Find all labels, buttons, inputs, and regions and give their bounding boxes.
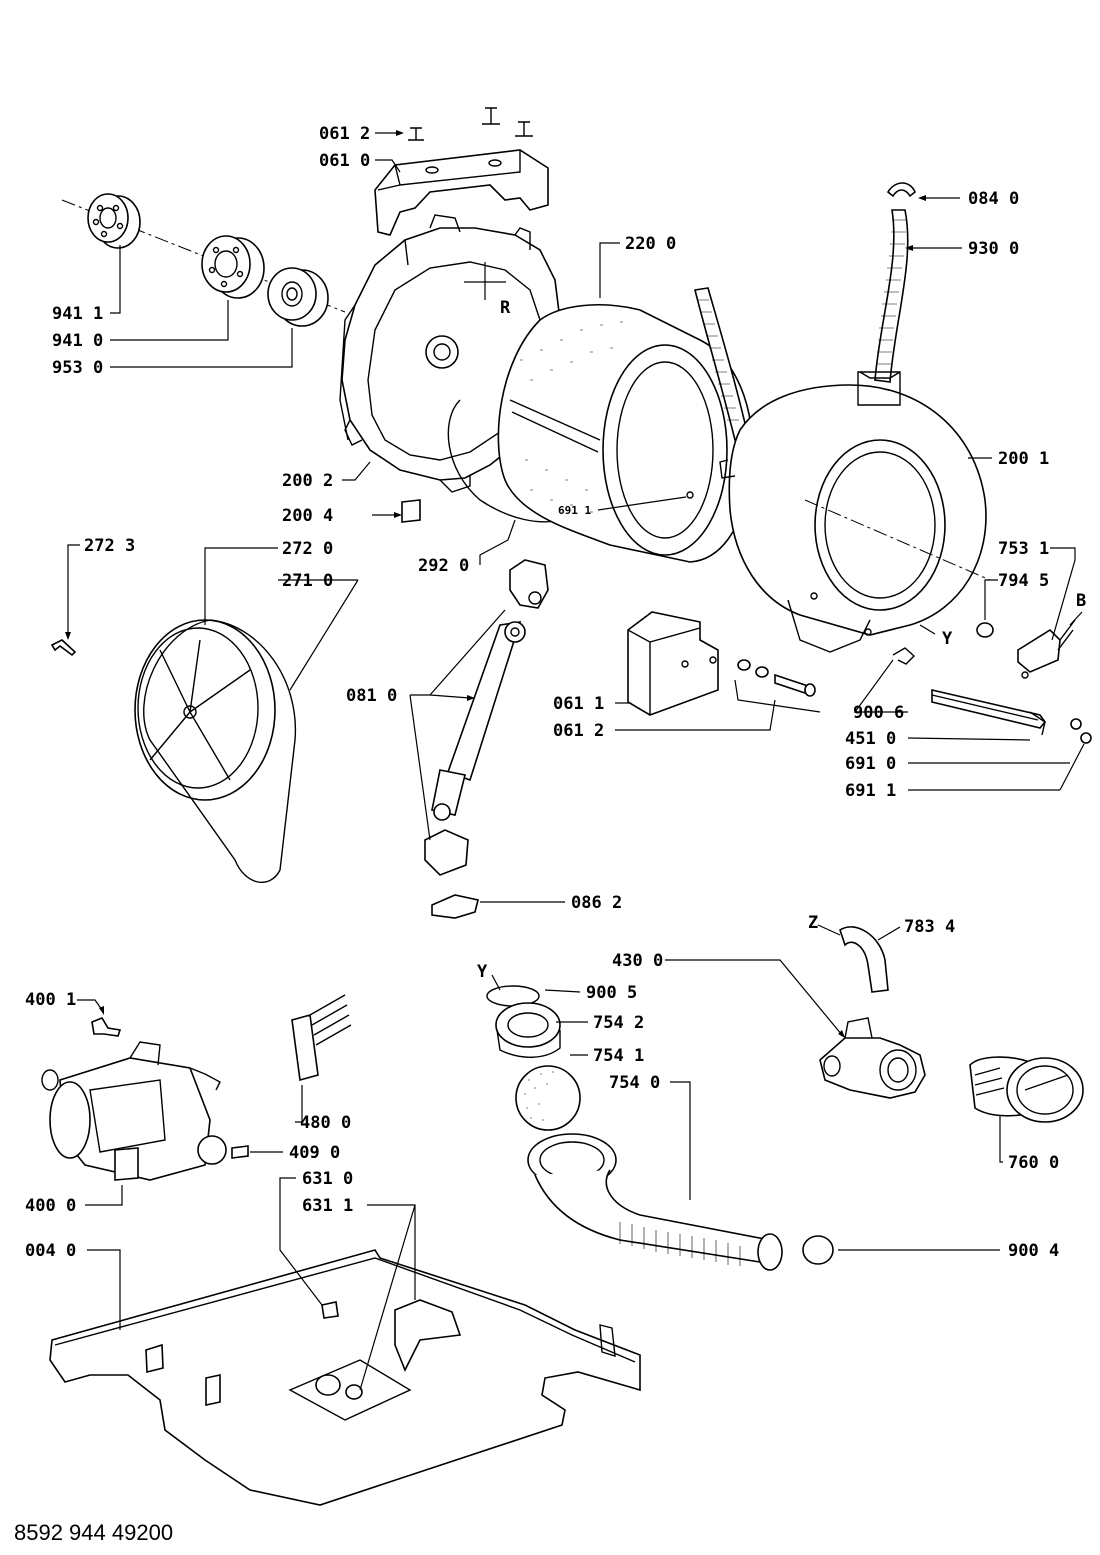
label-400-0: 400 0 <box>25 1196 76 1216</box>
part-labels: 061 2 061 0 084 0 930 0 220 0 R 941 1 94… <box>25 124 1086 1261</box>
belt <box>143 619 297 883</box>
tub-screws <box>408 107 533 141</box>
label-691-1-small: 691 1 <box>558 504 591 517</box>
label-081-0: 081 0 <box>346 686 397 706</box>
front-counterweight <box>627 611 719 716</box>
label-941-1: 941 1 <box>52 304 103 324</box>
seal-754-2 <box>495 1002 561 1058</box>
label-Z: Z <box>808 913 818 933</box>
label-200-2: 200 2 <box>282 471 333 491</box>
hose-clamp-084-0 <box>886 182 916 198</box>
drum <box>497 304 754 563</box>
label-061-0: 061 0 <box>319 151 370 171</box>
part-794-5 <box>976 622 994 638</box>
label-409-0: 409 0 <box>289 1143 340 1163</box>
label-754-0: 754 0 <box>609 1073 660 1093</box>
bearing-941-1 <box>87 193 141 249</box>
pump-filter <box>969 1056 1084 1123</box>
label-Y-top: Y <box>942 629 953 649</box>
motor-screw <box>91 1017 122 1037</box>
label-004-0: 004 0 <box>25 1241 76 1261</box>
motor <box>41 1041 227 1181</box>
label-480-0: 480 0 <box>300 1113 351 1133</box>
label-451-0: 451 0 <box>845 729 896 749</box>
nut-691-0 <box>1070 718 1082 730</box>
label-691-0: 691 0 <box>845 754 896 774</box>
connector-480-0 <box>291 994 352 1082</box>
label-292-0: 292 0 <box>418 556 469 576</box>
label-900-4: 900 4 <box>1008 1241 1059 1261</box>
label-271-0: 271 0 <box>282 571 333 591</box>
label-930-0: 930 0 <box>968 239 1019 259</box>
brush-409-0 <box>231 1145 249 1159</box>
sump-hose-754-0 <box>527 1133 783 1271</box>
label-941-0: 941 0 <box>52 331 103 351</box>
label-631-1: 631 1 <box>302 1196 353 1216</box>
front-tub-half <box>719 371 991 653</box>
label-061-2: 061 2 <box>553 721 604 741</box>
label-220-0: 220 0 <box>625 234 676 254</box>
pulley <box>134 619 276 801</box>
shock-absorber <box>424 559 549 876</box>
clip-900-6 <box>892 647 916 665</box>
heater-451-0 <box>931 688 1047 736</box>
label-061-1: 061 1 <box>553 694 604 714</box>
top-counterweight-bracket <box>374 149 549 236</box>
label-631-0: 631 0 <box>302 1169 353 1189</box>
base-plate <box>49 1249 641 1506</box>
clamp-900-4 <box>802 1235 834 1265</box>
label-272-3: 272 3 <box>84 536 135 556</box>
label-783-4: 783 4 <box>904 917 955 937</box>
screw-272-3 <box>50 639 77 657</box>
label-953-0: 953 0 <box>52 358 103 378</box>
leader-lines <box>65 130 1085 1391</box>
label-754-1: 754 1 <box>593 1046 644 1066</box>
label-753-1: 753 1 <box>998 539 1049 559</box>
document-number: 8592 944 49200 <box>14 1520 173 1545</box>
label-084-0: 084 0 <box>968 189 1019 209</box>
label-400-1: 400 1 <box>25 990 76 1010</box>
label-691-1: 691 1 <box>845 781 896 801</box>
hose-292-0 <box>447 399 561 523</box>
label-794-5: 794 5 <box>998 571 1049 591</box>
sensor-753-1 <box>1017 619 1076 679</box>
ball-754-1 <box>515 1065 581 1131</box>
label-754-2: 754 2 <box>593 1013 644 1033</box>
label-061-2-top: 061 2 <box>319 124 370 144</box>
seal-953-0 <box>267 267 329 327</box>
counterweight-bolt <box>737 659 816 697</box>
label-760-0: 760 0 <box>1008 1153 1059 1173</box>
drain-pump <box>819 1017 926 1099</box>
bracket-086-2 <box>431 894 479 919</box>
label-430-0: 430 0 <box>612 951 663 971</box>
label-R: R <box>500 298 511 318</box>
label-Y-bottom: Y <box>477 962 488 982</box>
label-272-0: 272 0 <box>282 539 333 559</box>
label-086-2: 086 2 <box>571 893 622 913</box>
label-200-1: 200 1 <box>998 449 1049 469</box>
clip-200-4 <box>401 499 421 523</box>
label-900-5: 900 5 <box>586 983 637 1003</box>
label-900-6: 900 6 <box>853 703 904 723</box>
hose-783-4 <box>839 926 889 993</box>
hose-930-0 <box>874 209 909 383</box>
label-200-4: 200 4 <box>282 506 333 526</box>
label-B: B <box>1076 591 1086 611</box>
nut-691-1 <box>1080 732 1092 744</box>
bearing-941-0 <box>201 235 265 299</box>
